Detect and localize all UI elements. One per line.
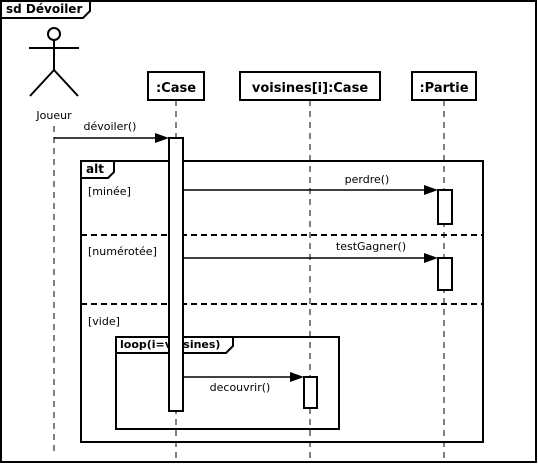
participant-partie: :Partie [411, 71, 477, 101]
actor-left-leg [29, 69, 55, 97]
sd-frame-title: sd Dévoiler [6, 2, 82, 16]
guard-minee: [minée] [88, 185, 131, 198]
arrowhead-icon [424, 253, 438, 263]
actor-right-leg [53, 69, 79, 97]
sd-frame-tab [1, 1, 91, 19]
activation-partie-testgagner [437, 257, 453, 291]
arrowhead-icon [424, 185, 438, 195]
message-label: decouvrir() [210, 381, 271, 394]
guard-numerotee: [numérotée] [88, 245, 157, 258]
participant-box [411, 71, 477, 101]
participant-box [239, 71, 381, 101]
message-label: perdre() [345, 173, 390, 186]
actor-label: Joueur [35, 109, 72, 122]
loop-frame [115, 336, 340, 430]
message-label: testGagner() [336, 240, 406, 253]
message-testgagner: testGagner() [183, 240, 438, 263]
message-perdre: perdre() [183, 173, 438, 195]
alt-fragment: alt [minée] [numérotée] [vide] [80, 160, 484, 443]
participant-label: :Case [156, 81, 196, 96]
participant-label: voisines[i]:Case [252, 81, 368, 96]
actor-joueur: Joueur [29, 27, 79, 122]
message-devoiler: dévoiler() [54, 120, 169, 143]
actor-head-icon [47, 27, 61, 41]
participant-box [147, 71, 205, 101]
alt-frame [80, 160, 484, 443]
alt-operator: alt [86, 162, 104, 176]
activation-partie-perdre [437, 189, 453, 225]
message-label: dévoiler() [84, 120, 137, 133]
guard-vide: [vide] [88, 315, 120, 328]
participant-label: :Partie [419, 81, 468, 96]
participant-case: :Case [147, 71, 205, 101]
activation-voisines [303, 376, 318, 409]
message-decouvrir: decouvrir() [183, 372, 304, 394]
alt-tab [81, 161, 115, 179]
activation-case [168, 137, 184, 412]
arrowhead-icon [155, 133, 169, 143]
arrowhead-icon [290, 372, 304, 382]
participant-voisines: voisines[i]:Case [239, 71, 381, 101]
